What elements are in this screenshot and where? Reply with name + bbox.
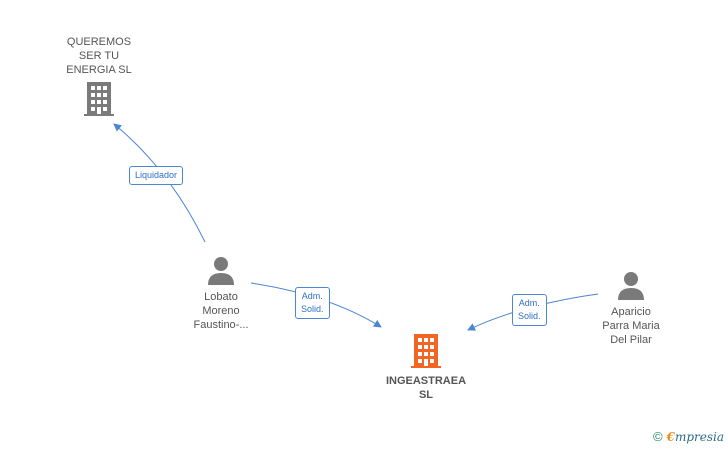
person-icon [208,257,234,285]
person-icon [618,272,644,300]
company-label-line: SL [418,389,434,401]
person-label-line: Faustino-... [193,319,249,331]
company-label-line: ENERGIA SL [66,64,132,76]
edge-label-text: Adm. [518,298,540,308]
company-node-ingeastraea[interactable]: INGEASTRAEA SL [374,333,478,402]
edge-label-text: Solid. [301,304,324,314]
edge-label-adm-aparicio[interactable]: Adm. Solid. [512,294,547,326]
person-label-line: Lobato [204,291,238,303]
person-node-lobato[interactable]: Lobato Moreno Faustino-... [176,255,266,332]
edge-label-adm-lobato[interactable]: Adm. Solid. [295,287,330,319]
person-label-line: Parra Maria [602,320,660,332]
building-icon [411,334,441,368]
company-node-queremos[interactable]: QUEREMOS SER TU ENERGIA SL [54,35,144,122]
building-icon [84,82,114,116]
brand-e: € [666,430,675,444]
person-label-line: Aparicio [611,306,651,318]
person-node-aparicio[interactable]: Aparicio Parra Maria Del Pilar [584,270,678,347]
copyright-symbol: © [652,429,663,444]
person-label-line: Del Pilar [610,334,652,346]
edge-label-liquidador[interactable]: Liquidador [129,166,184,185]
person-label-line: Moreno [202,305,240,317]
edge-label-text: Adm. [301,291,323,301]
company-label-line: SER TU [78,50,120,62]
empresia-logo: ©€mpresia [653,429,724,444]
company-label-line: INGEASTRAEA [385,375,467,387]
brand-rest: mpresia [674,430,724,444]
edge-label-text: Solid. [518,311,541,321]
edge-label-text: Liquidador [135,170,178,180]
company-label-line: QUEREMOS [66,36,132,48]
